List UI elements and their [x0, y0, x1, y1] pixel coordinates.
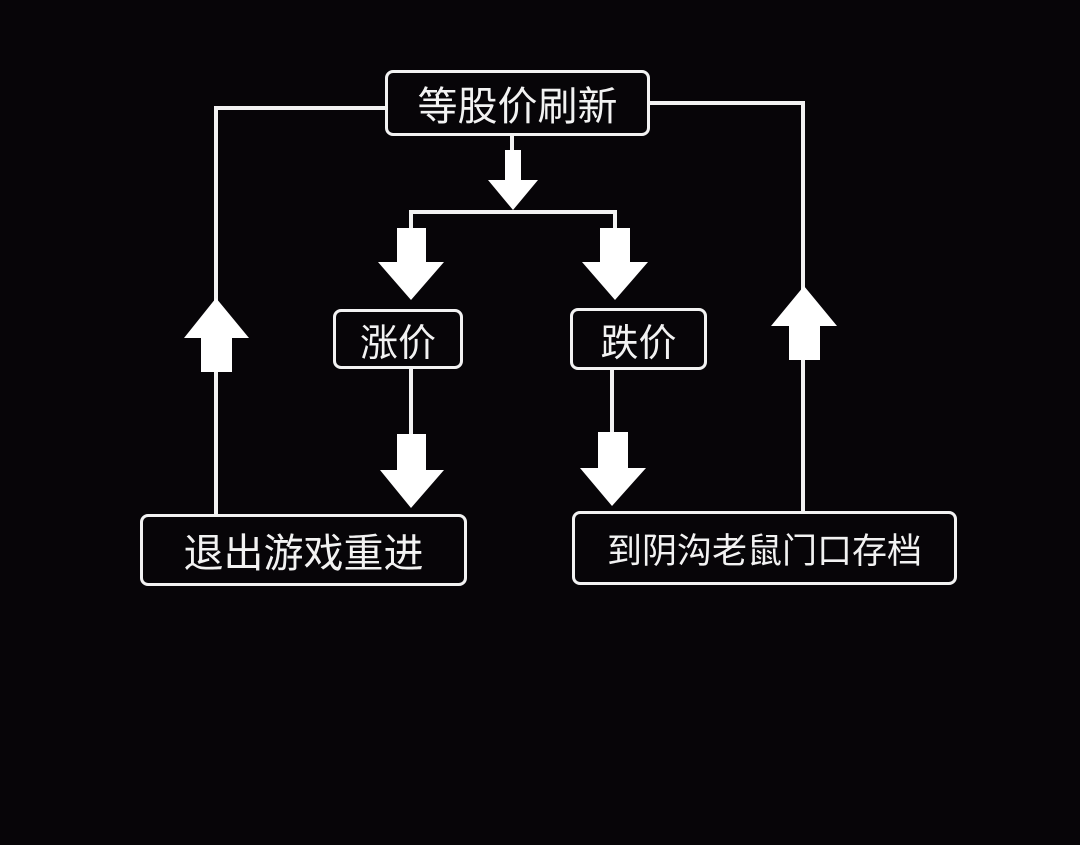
- node-refresh-label: 等股价刷新: [417, 84, 618, 130]
- node-fall-label: 跌价: [600, 320, 677, 365]
- node-fall: 跌价: [570, 308, 707, 370]
- arrow-down-icon: [582, 228, 648, 300]
- loop-right-line: [648, 101, 805, 514]
- node-rise-label: 涨价: [359, 320, 436, 365]
- node-save-label: 到阴沟老鼠门口存档: [606, 531, 922, 572]
- arrow-down-icon: [580, 432, 646, 506]
- node-restart-label: 退出游戏重进: [183, 531, 424, 577]
- loop-left-line: [214, 106, 386, 516]
- node-restart: 退出游戏重进: [140, 514, 467, 586]
- split-line: [409, 210, 617, 228]
- arrow-down-icon: [378, 228, 444, 300]
- node-refresh: 等股价刷新: [385, 70, 650, 136]
- node-save: 到阴沟老鼠门口存档: [572, 511, 957, 585]
- node-rise: 涨价: [333, 309, 463, 369]
- arrow-up-icon: [184, 298, 249, 372]
- arrow-down-icon: [380, 434, 444, 508]
- arrow-down-icon: [488, 150, 538, 210]
- arrow-up-icon: [771, 286, 837, 360]
